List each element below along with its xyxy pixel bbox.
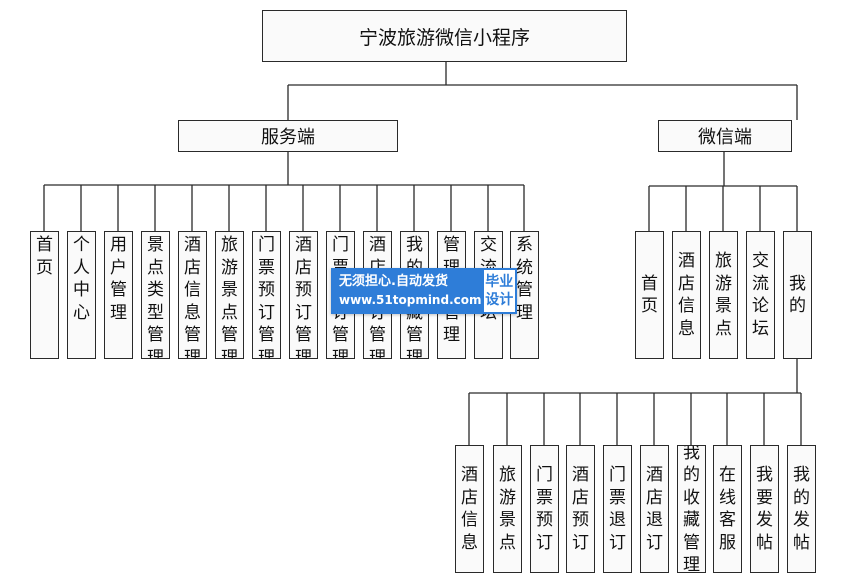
module-label: 旅游景点 [715, 251, 732, 339]
server-label: 服务端 [261, 127, 315, 148]
server-module-1: 个人中心 [67, 231, 96, 359]
module-label: 我的发帖 [793, 465, 810, 553]
module-label: 我的 [789, 273, 806, 317]
wechat-label: 微信端 [698, 127, 752, 148]
module-label: 系统管理 [516, 235, 533, 323]
module-label: 个人中心 [73, 235, 90, 323]
module-label: 首页 [36, 235, 53, 278]
module-label: 旅游景点管理 [221, 235, 238, 359]
wechat-module-1: 酒店信息 [672, 231, 701, 359]
server-module-0: 首页 [30, 231, 59, 359]
mine-module-5: 酒店退订 [640, 445, 669, 573]
mine-module-8: 我要发帖 [750, 445, 779, 573]
module-label: 酒店信息 [678, 251, 695, 339]
root-label: 宁波旅游微信小程序 [358, 26, 530, 49]
module-label: 用户管理 [110, 235, 127, 323]
module-label: 首页 [641, 273, 658, 317]
module-label: 我的收藏管理 [683, 445, 700, 573]
module-label: 门票预订管理 [258, 235, 275, 359]
watermark-badge-line2: 设计 [485, 292, 514, 308]
server-node: 服务端 [178, 120, 398, 152]
module-label: 旅游景点 [499, 465, 516, 553]
module-label: 我要发帖 [756, 465, 773, 553]
watermark-line1: 无须担心.自动发货 [339, 274, 448, 289]
mine-module-1: 旅游景点 [493, 445, 522, 573]
mine-module-3: 酒店预订 [566, 445, 595, 573]
module-label: 酒店信息管理 [184, 235, 201, 359]
module-label: 酒店信息 [461, 465, 478, 553]
server-module-6: 门票预订管理 [252, 231, 281, 359]
wechat-module-3: 交流论坛 [746, 231, 775, 359]
server-module-4: 酒店信息管理 [178, 231, 207, 359]
module-label: 门票预订 [536, 465, 553, 553]
server-module-7: 酒店预订管理 [289, 231, 318, 359]
mine-module-4: 门票退订 [603, 445, 632, 573]
mine-module-7: 在线客服 [713, 445, 742, 573]
module-label: 酒店预订管理 [295, 235, 312, 359]
watermark-text: 无须担心.自动发货 www.51topmind.com [331, 268, 482, 314]
watermark-badge-line1: 毕业 [485, 274, 514, 290]
server-module-2: 用户管理 [104, 231, 133, 359]
wechat-module-2: 旅游景点 [709, 231, 738, 359]
mine-module-0: 酒店信息 [455, 445, 484, 573]
wechat-node: 微信端 [658, 120, 792, 152]
server-module-5: 旅游景点管理 [215, 231, 244, 359]
module-label: 酒店预订 [572, 465, 589, 553]
module-label: 交流论坛 [752, 251, 769, 339]
mine-module-9: 我的发帖 [787, 445, 816, 573]
root-node: 宁波旅游微信小程序 [262, 10, 627, 62]
watermark-badge: 毕业 设计 [481, 268, 517, 314]
mine-module-6: 我的收藏管理 [677, 445, 706, 573]
wechat-module-0: 首页 [635, 231, 664, 359]
server-module-3: 景点类型管理 [141, 231, 170, 359]
module-label: 酒店退订 [646, 465, 663, 553]
mine-module-2: 门票预订 [530, 445, 559, 573]
module-label: 门票退订 [609, 465, 626, 553]
module-label: 在线客服 [719, 465, 736, 553]
watermark-banner: 无须担心.自动发货 www.51topmind.com 毕业 设计 [331, 268, 517, 314]
module-label: 景点类型管理 [147, 235, 164, 359]
watermark-url: www.51topmind.com [339, 293, 482, 307]
wechat-module-4: 我的 [783, 231, 812, 359]
